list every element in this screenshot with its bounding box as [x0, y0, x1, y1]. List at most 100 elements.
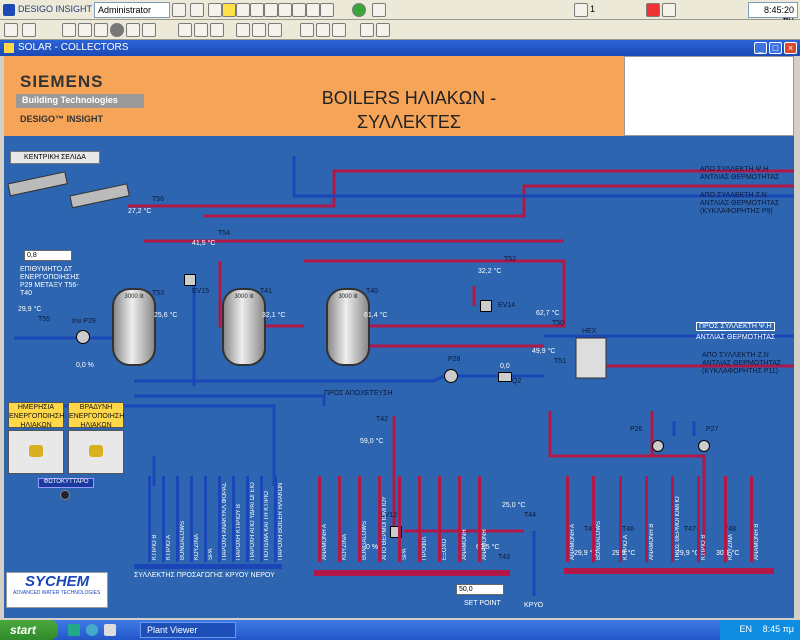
pump-p29-percent[interactable]: 0,0 % [76, 362, 94, 369]
branch-pipe [274, 476, 277, 562]
sensor-t45-value[interactable]: 29,9 °C [574, 550, 598, 557]
sensor-t46-name: T46 [622, 526, 635, 533]
pump-p26-icon[interactable] [652, 440, 664, 452]
square1-icon[interactable] [300, 23, 314, 37]
pump-p27-label: P27 [706, 426, 719, 433]
pump-p29-icon[interactable] [76, 330, 90, 344]
sensor-t53-name: T53 [152, 290, 165, 297]
sensor-t52-value[interactable]: 32,2 °C [478, 268, 502, 275]
clock-icon[interactable] [278, 3, 292, 17]
sensor-t46-value[interactable]: 29,9 °C [612, 550, 636, 557]
sensor-t48-value[interactable]: 30,1 °C [716, 550, 740, 557]
maximize-button[interactable]: □ [769, 42, 782, 54]
print-alarm-icon[interactable] [662, 3, 676, 17]
branch-label: ΠΑΡΟΧΗ ΑΝΑΚΥΚΛ.ΦΟΡΑΣ [222, 482, 228, 560]
tile-icon[interactable] [252, 23, 266, 37]
home-page-button[interactable]: ΚΕΝΤΡΙΚΗ ΣΕΛΙΔΑ [10, 151, 100, 164]
sensor-t51-value[interactable]: 49,9 °C [532, 348, 556, 355]
alarm-list-icon[interactable] [574, 3, 588, 17]
block2-icon[interactable] [376, 23, 390, 37]
window-icon[interactable] [172, 3, 186, 17]
book-icon[interactable] [250, 3, 264, 17]
help-icon[interactable] [320, 3, 334, 17]
square2-icon[interactable] [316, 23, 330, 37]
stop-icon[interactable] [94, 23, 108, 37]
valve-ev14-icon[interactable] [480, 300, 492, 312]
branch-pipe [318, 476, 321, 562]
dt-setpoint-input[interactable]: 0,8 [24, 250, 72, 261]
window-icon-small [4, 43, 14, 53]
ok-icon[interactable] [352, 3, 366, 17]
tray-clock: 8:45 πμ [762, 624, 794, 634]
day-activation-button[interactable] [8, 430, 64, 474]
valve-ev15-icon[interactable] [184, 274, 196, 286]
print-icon[interactable] [208, 3, 222, 17]
sensor-t54-value[interactable]: 41,5 °C [192, 240, 216, 247]
valve-ev12-percent[interactable]: 0 % [366, 544, 379, 551]
language-indicator[interactable]: EN [739, 624, 753, 634]
sensor-t53-value[interactable]: 25,6 °C [154, 312, 178, 319]
branch-label: BUNGALOWS [362, 520, 368, 560]
graph-icon[interactable] [306, 3, 320, 17]
system-tray: EN 8:45 πμ [720, 620, 800, 640]
block-icon[interactable] [360, 23, 374, 37]
table-icon[interactable] [178, 23, 192, 37]
print2-icon[interactable] [210, 23, 224, 37]
alarm-count: 1 [590, 4, 596, 14]
close-button[interactable]: × [784, 42, 797, 54]
sensor-t40-value[interactable]: 61,4 °C [364, 312, 388, 319]
plant-diagram: SIEMENS Building Technologies DESIGO™ IN… [4, 56, 794, 618]
setpoint-bottom-input[interactable]: 50,0 [456, 584, 504, 595]
pump-p27-icon[interactable] [698, 440, 710, 452]
layout-icon[interactable] [62, 23, 76, 37]
sensor-t55-value[interactable]: 29,9 °C [18, 306, 42, 313]
zoom-icon[interactable] [78, 23, 92, 37]
night-activation-button[interactable] [68, 430, 124, 474]
chart-icon[interactable] [236, 3, 250, 17]
list-icon[interactable] [194, 23, 208, 37]
branch-pipe [398, 476, 401, 562]
quicklaunch-icon-1[interactable] [68, 624, 80, 636]
search-icon[interactable] [264, 3, 278, 17]
pump-q2-icon[interactable] [498, 372, 512, 382]
right-manifold [564, 568, 774, 574]
square3-icon[interactable] [332, 23, 346, 37]
alarm-icon[interactable] [222, 3, 236, 17]
sensor-t43-name: T43 [498, 554, 511, 561]
user-field[interactable]: Administrator [94, 2, 170, 18]
start-button[interactable]: start [0, 620, 58, 640]
tools-icon[interactable] [292, 3, 306, 17]
minimize-button[interactable]: _ [754, 42, 767, 54]
grid-icon[interactable] [236, 23, 250, 37]
sensor-t43-value[interactable]: 60,5 °C [476, 544, 500, 551]
settings-icon[interactable] [190, 3, 204, 17]
product-name: DESIGO™ INSIGHT [20, 114, 104, 124]
branch-pipe [232, 476, 235, 562]
sensor-t56-value[interactable]: 27,2 °C [128, 208, 152, 215]
record-icon[interactable] [110, 23, 124, 37]
sensor-t41-value[interactable]: 32,1 °C [262, 312, 286, 319]
branch-pipe [644, 476, 648, 562]
pump-p28-label: P28 [448, 356, 461, 363]
shape-icon[interactable] [126, 23, 140, 37]
quicklaunch-icon-2[interactable] [86, 624, 98, 636]
to-drain-label: ΠΡΟΣ ΑΠΟΧΕΤΕΥΣΗ [324, 390, 393, 397]
nav-back-icon[interactable] [4, 23, 18, 37]
folder-icon[interactable] [142, 23, 156, 37]
nav-forward-icon[interactable] [22, 23, 36, 37]
cancel-icon[interactable] [372, 3, 386, 17]
branch-pipe [246, 476, 249, 562]
sensor-t50-value[interactable]: 62,7 °C [536, 310, 560, 317]
quicklaunch-icon-3[interactable] [104, 624, 116, 636]
branch-pipe [618, 476, 622, 562]
taskbar-item-plant-viewer[interactable]: Plant Viewer [140, 622, 236, 638]
pump-p28-icon[interactable] [444, 369, 458, 383]
sensor-t48-name: T48 [724, 526, 737, 533]
cascade-icon[interactable] [268, 23, 282, 37]
bell-icon[interactable] [646, 3, 660, 17]
sensor-t42-value[interactable]: 59,0 °C [360, 438, 384, 445]
sensor-t44-value[interactable]: 25,0 °C [502, 502, 526, 509]
branch-pipe [204, 476, 207, 562]
day-activation-label: ΗΜΕΡΗΣΙΑ ΕΝΕΡΓΟΠΟΙΗΣΗ ΗΛΙΑΚΩΝ [8, 402, 65, 429]
sensor-t47-value[interactable]: 29,9 °C [676, 550, 700, 557]
